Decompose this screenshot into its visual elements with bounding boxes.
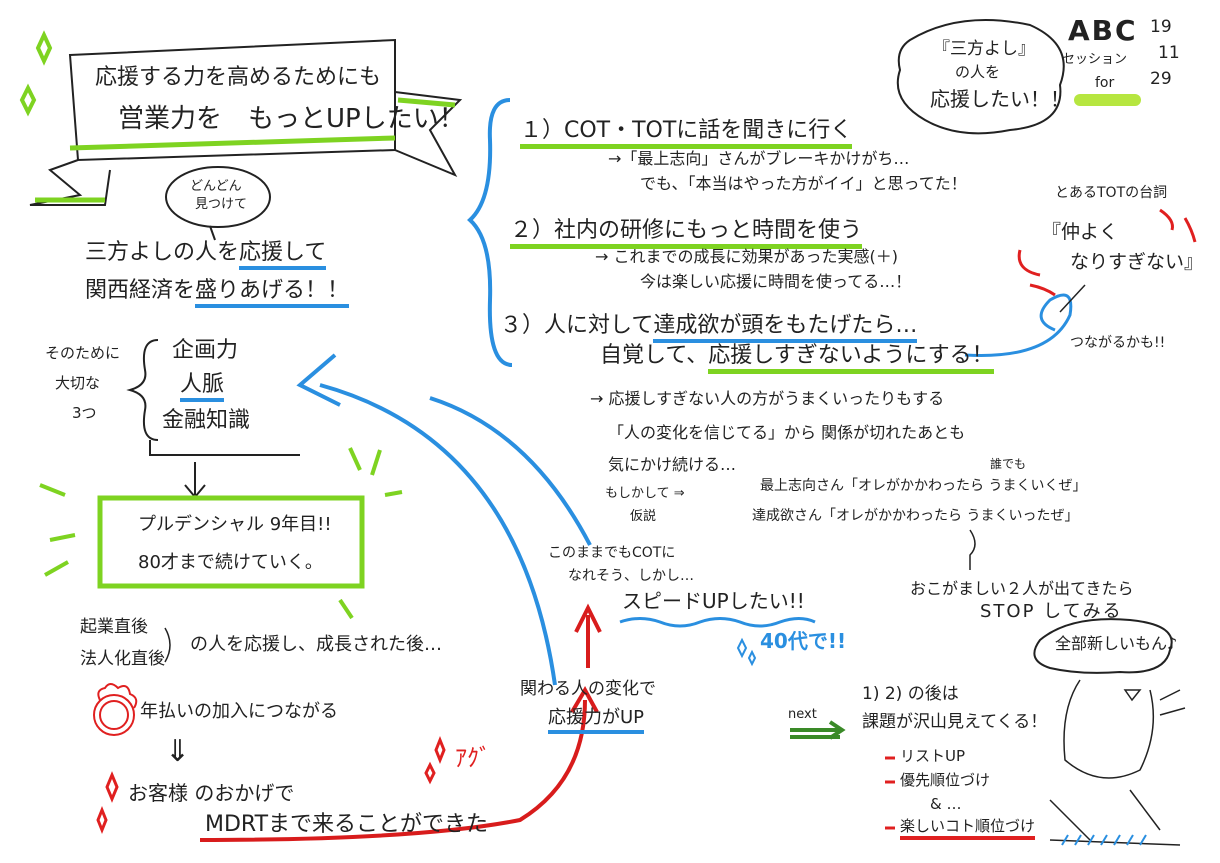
speed-line3: スピードUPしたい!! xyxy=(622,589,805,613)
startup-result: 年払いの加入につながる xyxy=(140,701,338,722)
title-line2: の人を xyxy=(955,63,1001,81)
thought-bubble xyxy=(165,166,271,228)
important-item: 企画力 xyxy=(172,338,239,363)
point-3a: ３）人に対して達成欲が頭をもたげたら… xyxy=(500,313,918,343)
statement-2: 達成欲さん「オレがかかわったら うまくいったぜ」 xyxy=(752,508,1079,524)
tot-link: つながるかも!! xyxy=(1070,335,1166,351)
important-label2: 大切な xyxy=(55,374,101,392)
speed-age: 40代で!! xyxy=(760,629,847,653)
tot-line2: なりすぎない』 xyxy=(1070,251,1204,273)
next-item: リストUP xyxy=(900,747,966,765)
detail-line1: → 応援しすぎない人の方がうまくいったりもする xyxy=(590,389,945,408)
important-label3: 3つ xyxy=(72,404,97,422)
bubble-line1: どんどん xyxy=(190,179,242,194)
startup-thanks: お客様 のおかげで xyxy=(128,781,295,805)
session-abc: ABC xyxy=(1068,14,1138,47)
point-1-sub1: →「最上志向」さんがブレーキかけがち… xyxy=(608,149,910,168)
next-line2: 課題が沢山見えてくる！ xyxy=(862,712,1048,732)
sparkle-icon xyxy=(736,637,757,667)
speech-bubble xyxy=(1033,618,1173,674)
session-for: for xyxy=(1095,75,1115,91)
person-illustration xyxy=(1049,679,1186,846)
sparkle-icon xyxy=(96,735,446,835)
speed-line2: なれそう、しかし… xyxy=(568,568,694,584)
point-2-sub1: → これまでの成長に効果があった実感(＋) xyxy=(595,247,898,266)
important-item: 金融知識 xyxy=(162,408,251,433)
important-item: 人脈 xyxy=(180,372,225,403)
flower-icon xyxy=(93,683,138,736)
bubble-line2: 見つけて xyxy=(195,197,248,212)
change-line1: 関わる人の変化で xyxy=(520,679,656,699)
anyone-note: 誰でも xyxy=(990,457,1027,471)
banner-line2: 営業力を もっとUPしたい！ xyxy=(118,104,465,134)
point-3b: 自覚して、応援しすぎないようにする！ xyxy=(600,343,994,374)
next-item: 優先順位づけ xyxy=(900,771,991,789)
startup-line1: 起業直後 xyxy=(80,617,148,637)
prudential-line1: プルデンシャル 9年目!! xyxy=(138,514,332,535)
title-bubble xyxy=(896,19,1065,135)
next-label: next xyxy=(788,707,817,722)
session-date: 29 xyxy=(1150,69,1172,89)
title-line1: 『三方よし』 xyxy=(933,39,1035,59)
tot-line1: 『仲よく xyxy=(1042,221,1119,243)
startup-arrow: ⇓ xyxy=(165,734,191,769)
point-1: １）COT・TOTに話を聞きに行く xyxy=(520,118,853,150)
point-2: ２）社内の研修にもっと時間を使う xyxy=(510,218,863,250)
startup-rest: の人を応援し、成長された後… xyxy=(190,634,442,655)
startup-mdrt: MDRTまで来ることができた xyxy=(205,812,489,837)
important-label1: そのために xyxy=(45,344,121,362)
session-date: 11 xyxy=(1158,43,1180,63)
stop-line2: STOP してみる xyxy=(980,601,1123,622)
maybe-label: もしかして ⇒ xyxy=(605,486,685,501)
next-item: 楽しいコト順位づけ xyxy=(900,817,1036,841)
mission-line2: 関西経済を盛りあげる！！ xyxy=(85,278,350,308)
session-date: 19 xyxy=(1150,17,1172,37)
title-line3: 応援したい！！ xyxy=(930,87,1070,111)
banner-line1: 応援する力を高めるためにも xyxy=(95,65,382,90)
next-line1: 1) 2) の後は xyxy=(862,684,959,704)
startup-line2: 法人化直後 xyxy=(80,649,165,669)
change-line2: 応援力がUP xyxy=(548,707,645,734)
detail-line2: 「人の変化を信じてる」から 関係が切れたあとも xyxy=(608,423,966,442)
mission-line1: 三方よしの人を応援して xyxy=(85,240,327,270)
sparkle-icon xyxy=(19,30,53,117)
point-1-sub2: でも、「本当はやった方がイイ」と思ってた！ xyxy=(640,174,967,193)
speed-line1: このままでもCOTに xyxy=(548,545,676,561)
point-2-sub2: 今は楽しい応援に時間を使ってる…！ xyxy=(640,272,912,291)
all-new-text: 全部新しいもん♪ xyxy=(1055,634,1178,653)
next-item: & … xyxy=(930,795,962,813)
hypothesis-label: 仮説 xyxy=(630,509,657,524)
stop-line1: おこがましい２人が出てきたら xyxy=(910,579,1134,598)
startup-exclaim: ｱｸﾞ xyxy=(455,744,491,772)
detail-line3: 気にかけ続ける… xyxy=(608,455,737,474)
tot-title: とあるTOTの台詞 xyxy=(1055,185,1168,201)
prudential-line2: 80才まで続けていく。 xyxy=(138,552,323,573)
session-label: セッション xyxy=(1062,52,1128,67)
statement-1: 最上志向さん「オレがかかわったら うまくいくぜ」 xyxy=(760,478,1087,494)
